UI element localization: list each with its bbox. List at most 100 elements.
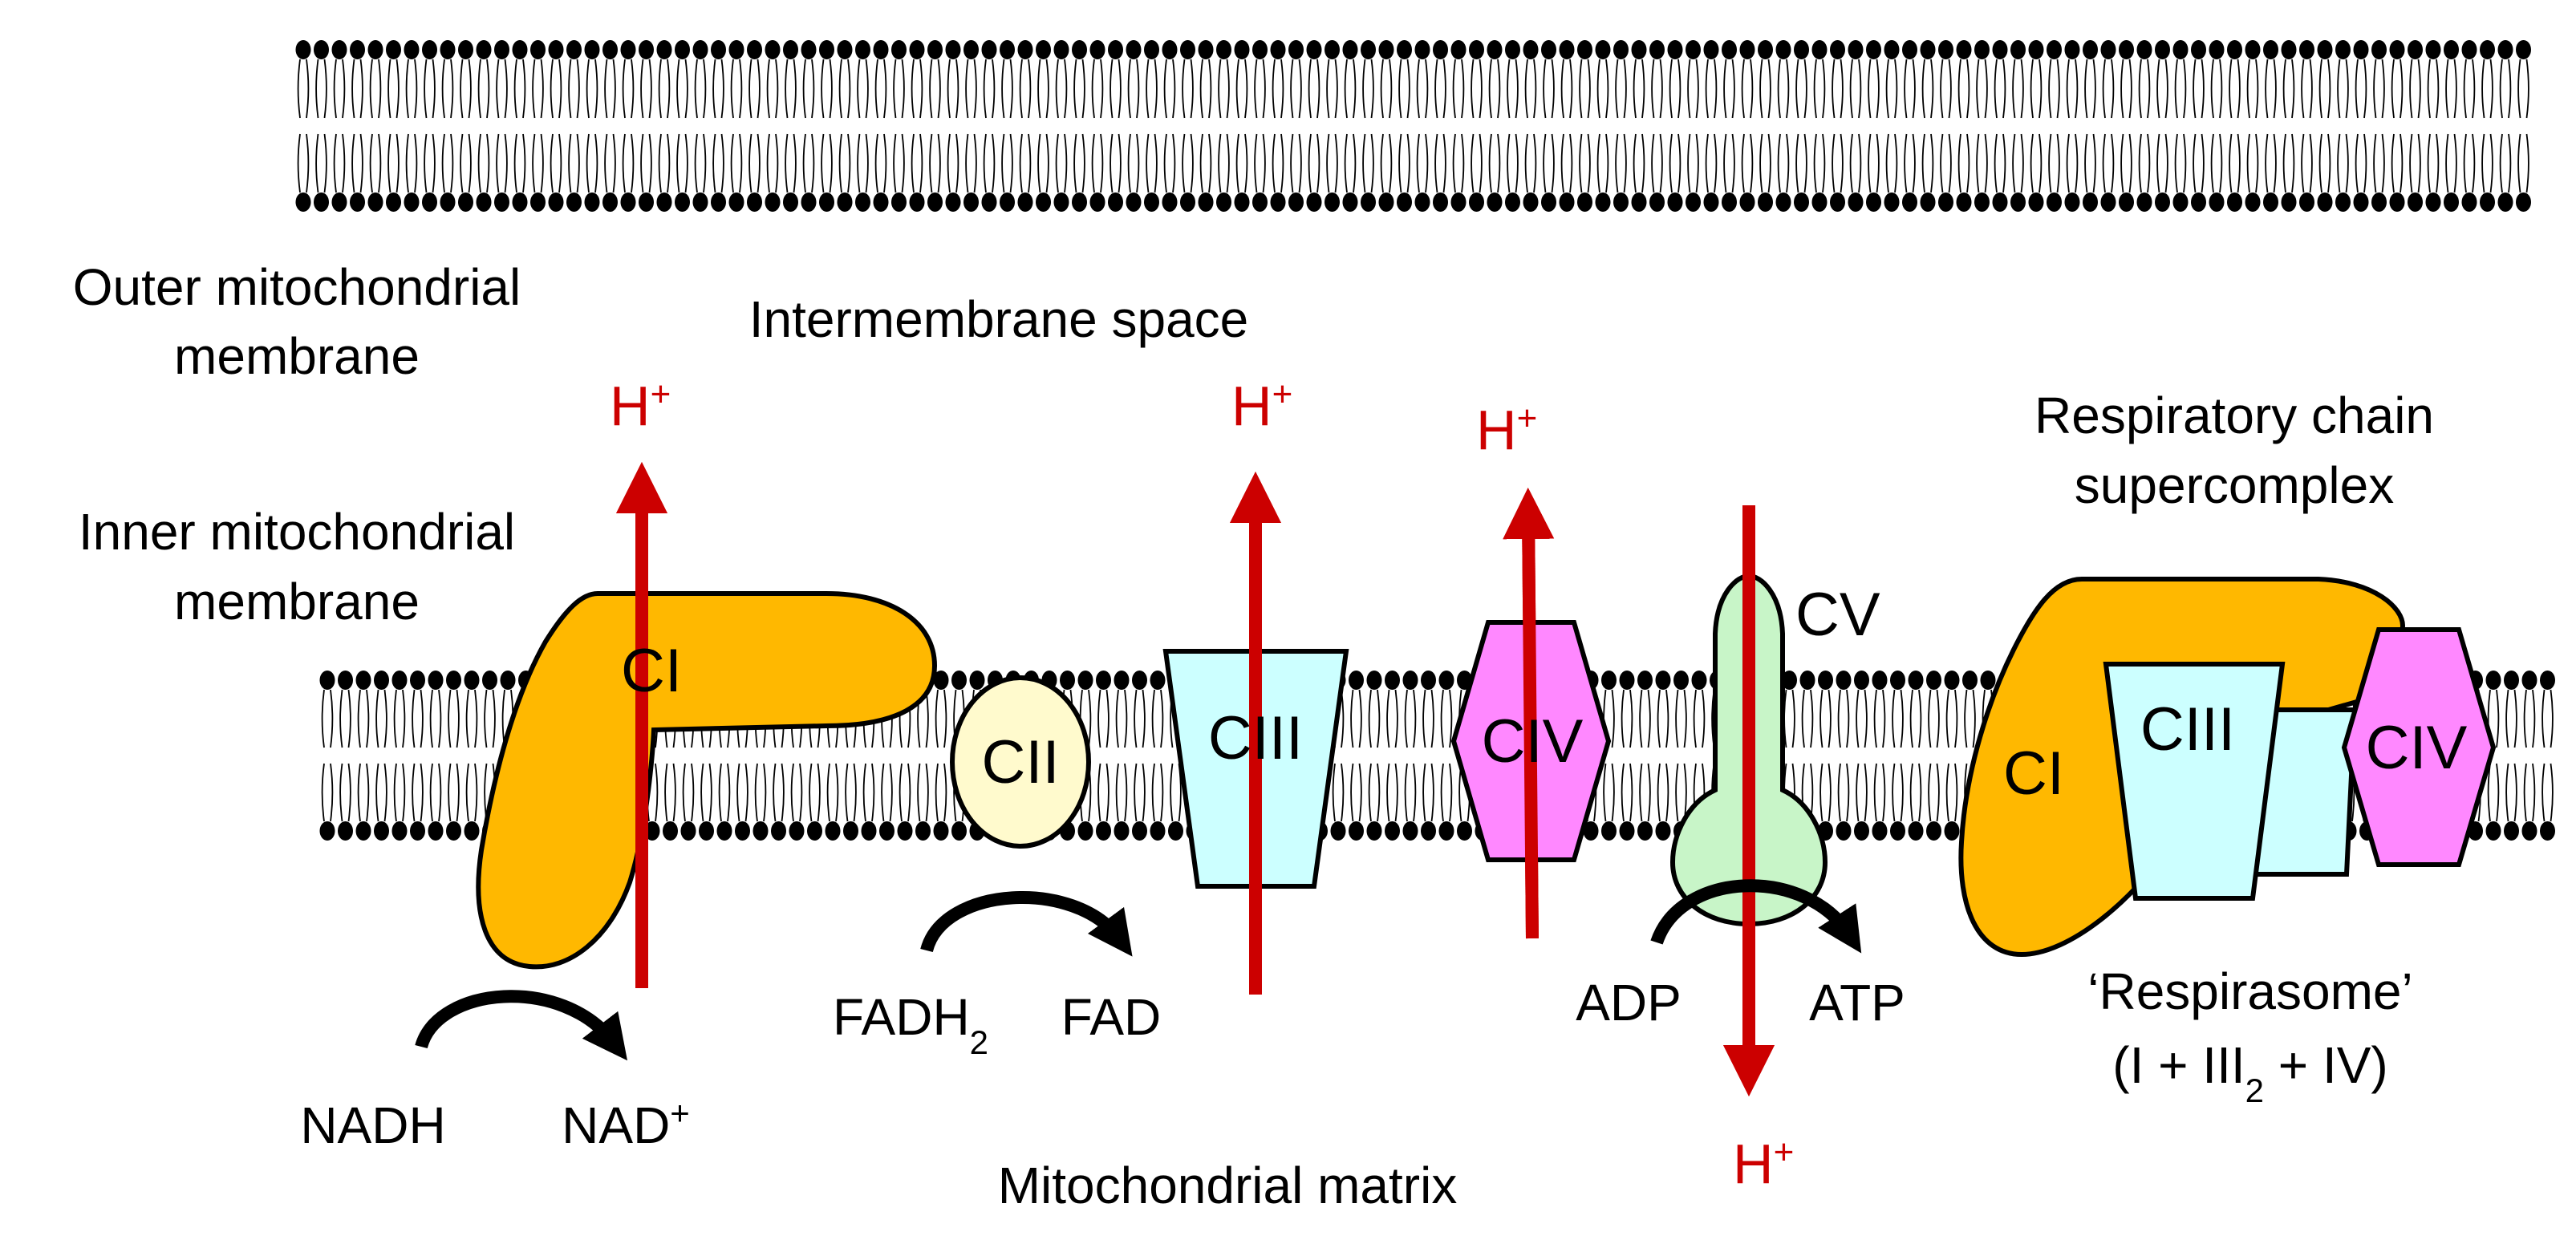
lipid-head [765,40,781,59]
lipid-tail [1723,59,1727,119]
lipid-head [1866,40,1881,59]
lipid-tail [965,133,969,193]
lipid-tail [2381,59,2385,119]
lipid-head [1505,192,1520,212]
lipid-head [1884,40,1900,59]
lipid-head [1938,40,1953,59]
lipid-tail [2020,59,2024,119]
lipid-tail [351,133,355,193]
lipid-tail [1892,763,1896,822]
lipid-tail [1849,59,1853,119]
lipid-tail [748,133,753,193]
lipid-head [2100,40,2116,59]
lipid-tail [2513,689,2517,748]
lipid-tail [1767,133,1771,193]
lipid-head [1595,192,1611,212]
lipid-tail [2138,59,2142,119]
lipid-tail [383,689,387,748]
lipid-head [2371,192,2387,212]
lipid-tail [1100,133,1104,193]
adp-label: ADP [1576,974,1681,1031]
lipid-head [1836,671,1852,690]
lipid-tail [712,59,716,119]
lipid-tail [558,59,562,119]
lipid-tail [1394,763,1398,822]
lipid-tail [1964,689,1968,748]
lipid-tail [1334,133,1338,193]
lipid-tail [2020,133,2024,193]
lipid-tail [1928,689,1932,748]
lipid-tail [1190,133,1194,193]
lipid-tail [919,59,923,119]
lipid-tail [387,59,391,119]
lipid-head [1361,40,1376,59]
lipid-tail [1344,133,1348,193]
lipid-head [663,821,678,841]
lipid-tail [1984,133,1988,193]
lipid-head [1096,671,1111,690]
lipid-head [2497,192,2513,212]
lipid-tail [486,59,490,119]
lipid-head [639,40,654,59]
lipid-head [1270,40,1286,59]
lipid-head [2335,192,2351,212]
lipid-tail [1741,59,1745,119]
lipid-head [2119,192,2134,212]
lipid-tail [1370,59,1374,119]
lipid-tail [1353,59,1357,119]
lipid-tail [1115,689,1119,748]
lipid-tail [1579,59,1583,119]
lipid-tail [676,133,680,193]
ciii-proton-label: H+ [1231,375,1292,438]
lipid-tail [1124,763,1128,822]
lipid-tail [2309,59,2313,119]
lipid-tail [1088,689,1092,748]
lipid-head [1722,40,1737,59]
lipid-tail [1479,133,1483,193]
lipid-tail [1723,133,1727,193]
lipid-tail [1163,59,1167,119]
respirasome-label-line2: (I + III2 + IV) [2112,1036,2387,1109]
lipid-head [2155,192,2170,212]
lipid-tail [330,689,334,748]
lipid-head [1649,40,1665,59]
lipid-tail [1172,133,1176,193]
lipid-tail [1543,133,1547,193]
lipid-tail [532,59,536,119]
lipid-head [1060,671,1075,690]
lipid-tail [586,133,590,193]
lipid-head [1089,40,1105,59]
lipid-head [1703,40,1719,59]
lipid-head [873,40,889,59]
lipid-tail [2183,59,2187,119]
complex-v-label: CV [1795,581,1880,649]
lipid-head [2299,40,2314,59]
lipid-tail [911,133,915,193]
lipid-tail [2337,59,2341,119]
lipid-head [1944,671,1960,690]
lipid-tail [1647,689,1651,748]
lipid-tail [1019,59,1023,119]
lipid-tail [323,133,327,193]
lipid-tail [667,59,671,119]
lipid-tail [1404,689,1408,748]
lipid-tail [730,59,734,119]
lipid-tail [1136,59,1140,119]
lipid-tail [1533,59,1537,119]
lipid-tail [333,59,337,119]
lipid-tail [1892,689,1896,748]
lipid-tail [1828,763,1832,822]
lipid-tail [1957,133,1961,193]
lipid-head [374,821,389,841]
lipid-head [1583,821,1599,841]
lipid-tail [2373,59,2377,119]
lipid-tail [1948,133,1952,193]
lipid-head [1920,192,1936,212]
lipid-head [440,40,456,59]
lipid-head [909,40,925,59]
lipid-head [1799,671,1815,690]
lipid-head [512,40,528,59]
lipid-tail [1569,133,1573,193]
lipid-head [620,40,636,59]
lipid-tail [708,763,712,822]
